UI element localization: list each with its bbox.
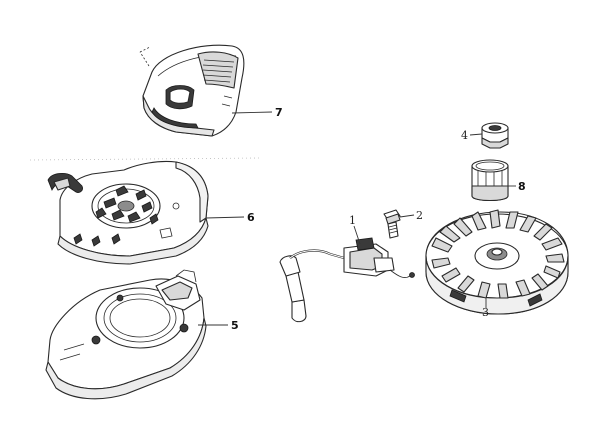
part-8-starter-cup <box>471 159 509 202</box>
callout-5: 5 <box>231 319 239 332</box>
leader-4 <box>469 133 483 136</box>
callout-2: 2 <box>416 209 423 222</box>
part-3-flywheel <box>425 209 569 315</box>
leader-7 <box>231 111 273 114</box>
callout-4: 4 <box>461 129 468 142</box>
cover-grille <box>202 59 235 83</box>
part-2-bolt <box>383 209 401 239</box>
callout-numbers: 7 6 5 1 2 3 4 8 <box>231 106 526 332</box>
part-4-flywheel-nut <box>481 122 509 149</box>
flywheel-fins <box>431 209 565 299</box>
part-5-starter-base <box>45 269 207 400</box>
part-7-engine-cover <box>139 44 245 137</box>
leader-2 <box>399 214 415 218</box>
callout-3: 3 <box>482 306 489 319</box>
callout-6: 6 <box>247 211 255 224</box>
leader-1 <box>353 225 361 245</box>
callout-1: 1 <box>349 214 356 227</box>
leader-lines <box>198 111 516 326</box>
housing-vanes <box>95 185 159 225</box>
callout-8: 8 <box>518 180 526 193</box>
part-1-ignition-coil <box>279 237 415 323</box>
callout-7: 7 <box>275 106 283 119</box>
part-6-blower-housing <box>29 157 261 265</box>
leader-6 <box>205 216 245 219</box>
